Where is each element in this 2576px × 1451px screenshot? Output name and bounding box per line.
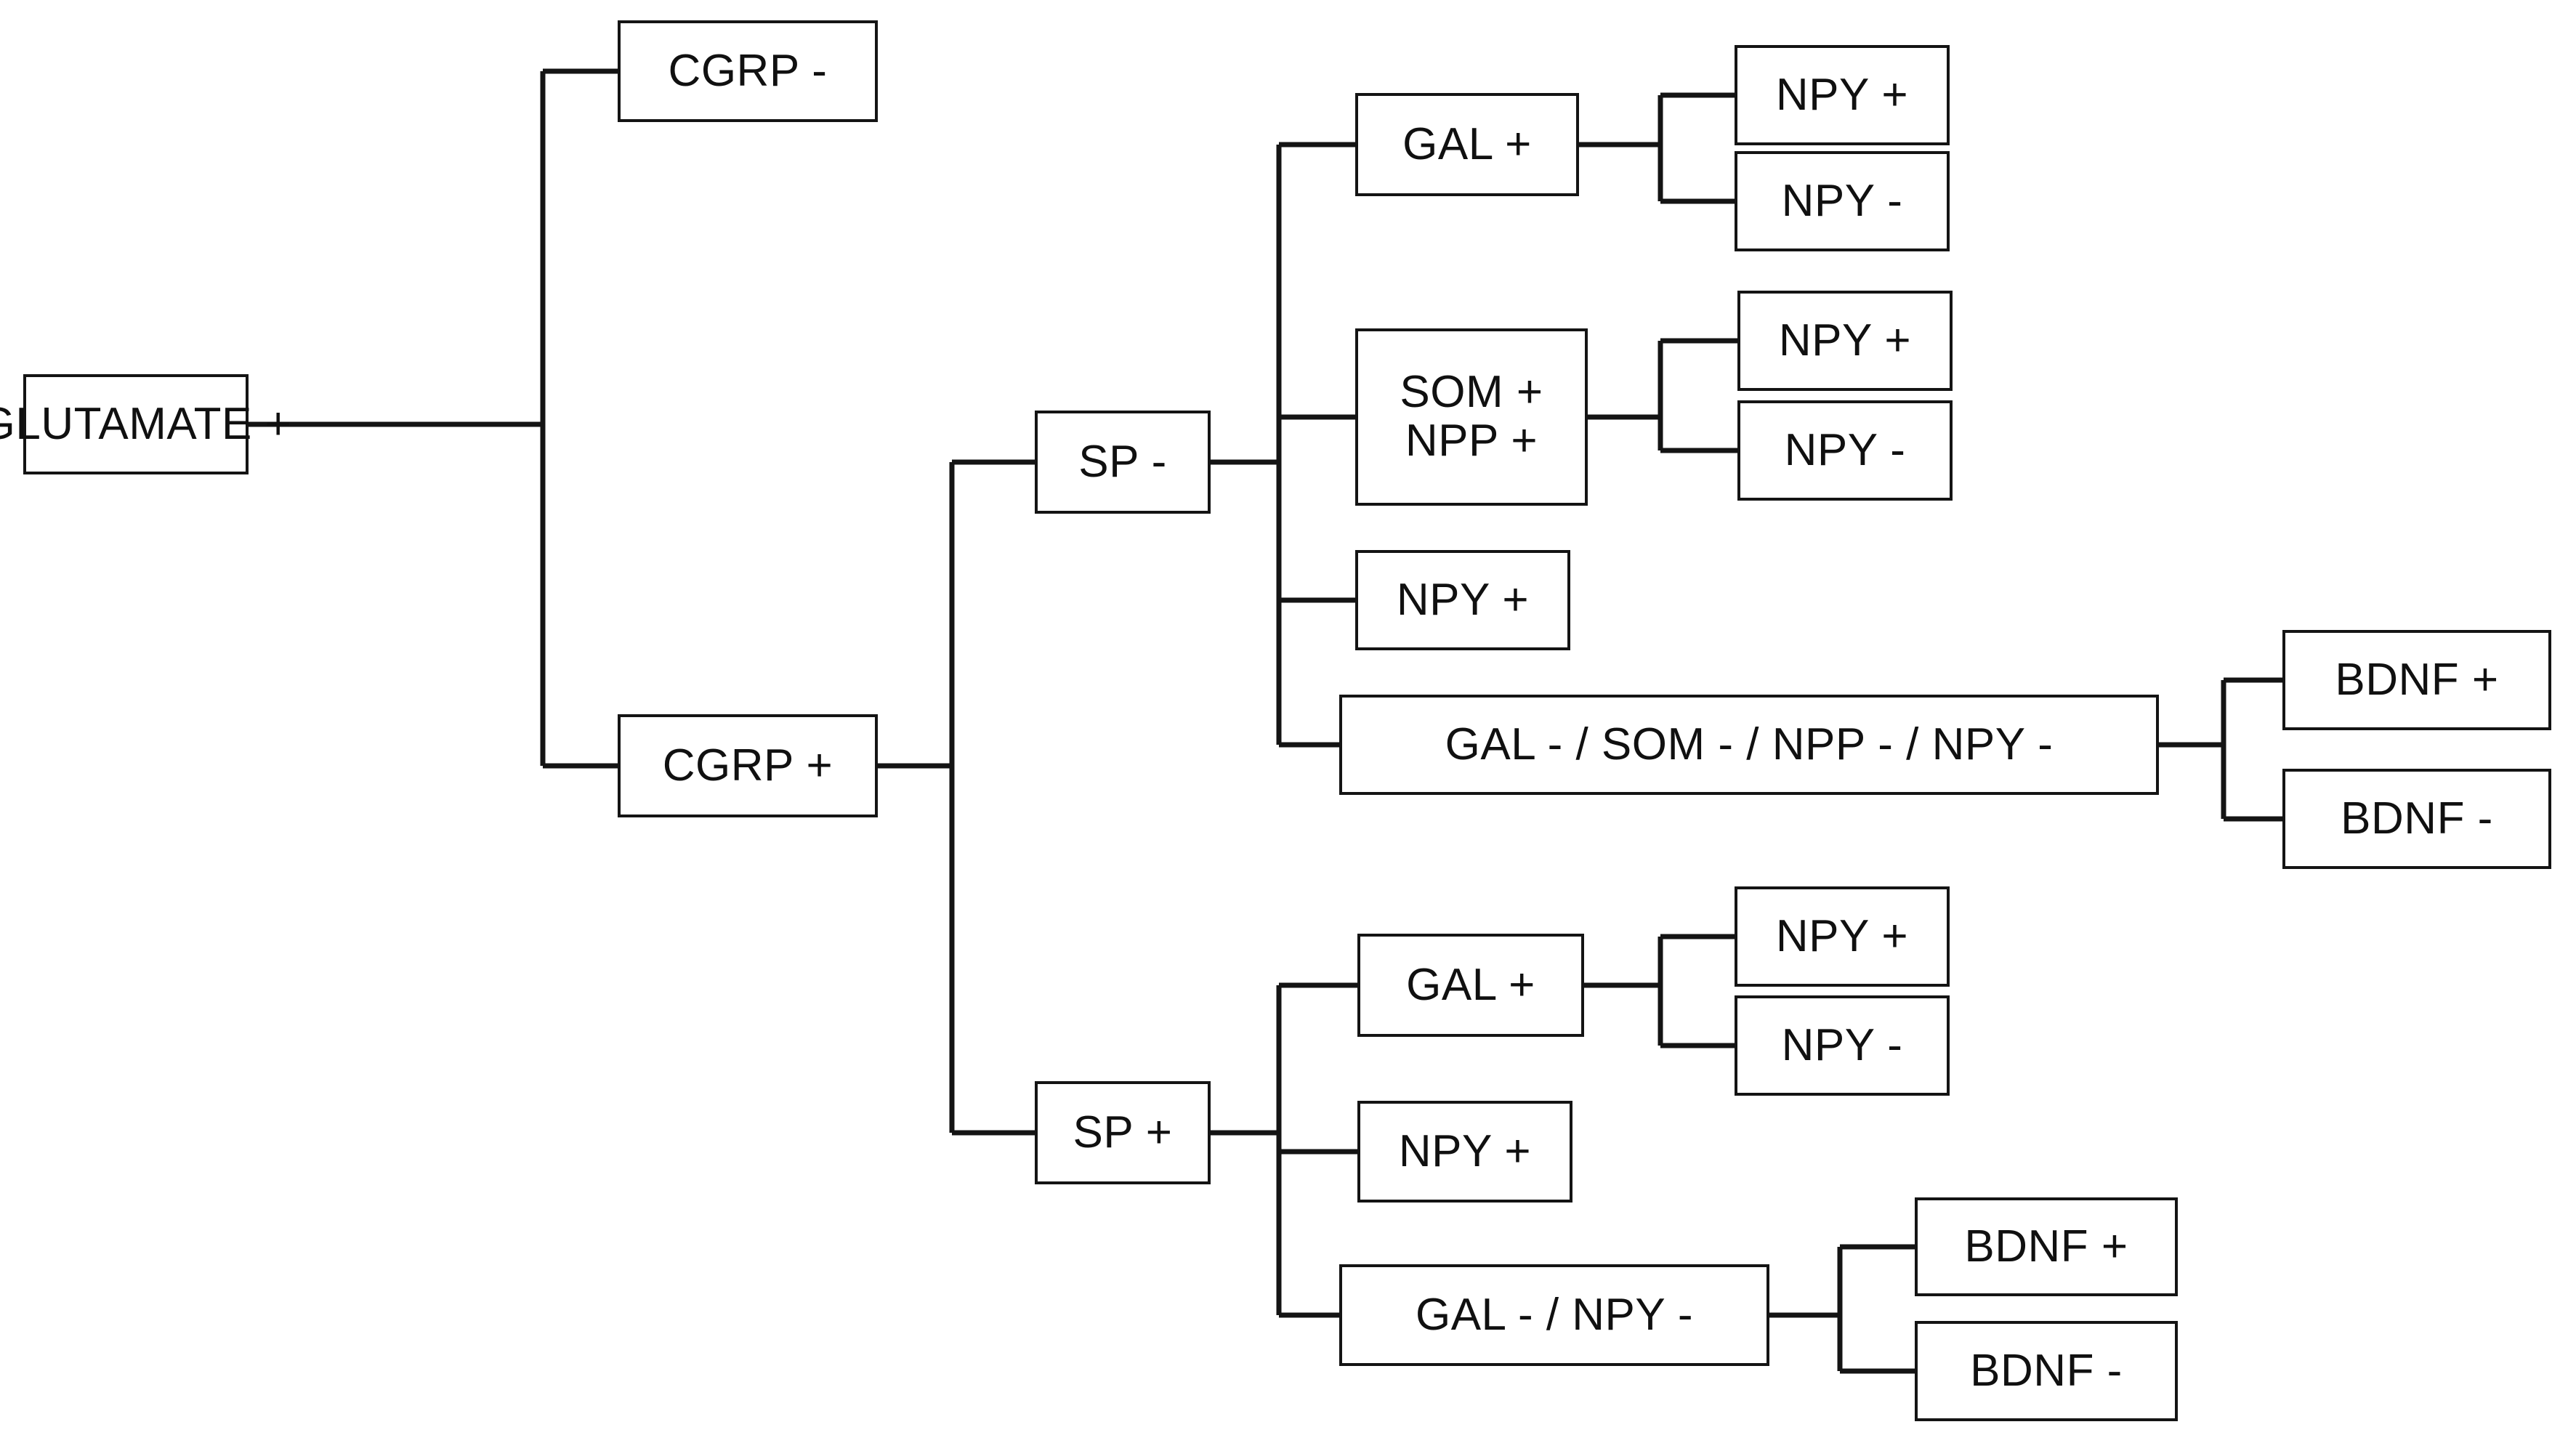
node-label-spn_som_npy_neg: NPY - [1784, 424, 1906, 475]
node-spp_gal_npy_neg[interactable]: NPY - [1735, 995, 1950, 1096]
node-spp_gal_npy_pos[interactable]: NPY + [1735, 886, 1950, 987]
node-label-spp_bdnf_neg: BDNF - [1970, 1345, 2123, 1396]
node-spn_som_npy_pos[interactable]: NPY + [1737, 291, 1953, 391]
node-cgrp_neg[interactable]: CGRP - [618, 20, 878, 122]
node-label-cgrp_pos: CGRP + [662, 740, 833, 791]
node-spp_bdnf_pos[interactable]: BDNF + [1915, 1197, 2178, 1296]
node-label-spn_bdnf_neg: BDNF - [2341, 793, 2493, 844]
node-label-spn_bdnf_pos: BDNF + [2335, 654, 2499, 705]
node-spn_som_npp[interactable]: SOM +NPP + [1355, 328, 1588, 506]
node-sp_neg[interactable]: SP - [1035, 411, 1211, 514]
node-label-spp_npy_pos: NPY + [1398, 1125, 1532, 1176]
node-spn_gal_npy_neg[interactable]: NPY - [1735, 151, 1950, 251]
node-label-spp_gal_npy_pos: NPY + [1775, 910, 1909, 961]
node-label-cgrp_neg: CGRP - [668, 45, 828, 96]
node-spp_bdnf_neg[interactable]: BDNF - [1915, 1321, 2178, 1421]
node-label-spp_gal_pos: GAL + [1406, 959, 1535, 1010]
node-label2-spn_som_npp: NPP + [1405, 416, 1538, 466]
node-label-spn_npy_pos: NPY + [1396, 574, 1530, 625]
node-spn_all_neg[interactable]: GAL - / SOM - / NPP - / NPY - [1339, 695, 2159, 795]
node-label-sp_pos: SP + [1073, 1107, 1173, 1157]
node-spn_npy_pos[interactable]: NPY + [1355, 550, 1570, 650]
node-label-spn_all_neg: GAL - / SOM - / NPP - / NPY - [1445, 719, 2054, 769]
node-spn_gal_pos[interactable]: GAL + [1355, 93, 1579, 196]
node-label-spp_bdnf_pos: BDNF + [1964, 1221, 2128, 1272]
node-label-spn_gal_npy_pos: NPY + [1775, 69, 1909, 120]
node-label-spp_gal_npy_neg: NPY - [1781, 1019, 1903, 1070]
node-label-sp_neg: SP - [1078, 436, 1167, 487]
node-label-spp_gal_npy_neg2: GAL - / NPY - [1415, 1289, 1694, 1340]
node-spn_som_npy_neg[interactable]: NPY - [1737, 400, 1953, 501]
node-label-spn_gal_pos: GAL + [1402, 118, 1532, 169]
node-glutamate[interactable]: GLUTAMATE + [0, 374, 291, 474]
node-label-spn_som_npp: SOM + [1400, 367, 1543, 418]
node-spn_bdnf_pos[interactable]: BDNF + [2282, 630, 2551, 730]
node-cgrp_pos[interactable]: CGRP + [618, 714, 878, 817]
node-spp_gal_npy_neg2[interactable]: GAL - / NPY - [1339, 1264, 1769, 1366]
node-label-spn_som_npy_pos: NPY + [1778, 315, 1912, 365]
node-spn_gal_npy_pos[interactable]: NPY + [1735, 45, 1950, 145]
node-spp_npy_pos[interactable]: NPY + [1357, 1101, 1572, 1203]
node-label-glutamate: GLUTAMATE + [0, 398, 292, 449]
node-sp_pos[interactable]: SP + [1035, 1081, 1211, 1184]
node-spp_gal_pos[interactable]: GAL + [1357, 934, 1584, 1037]
node-label-spn_gal_npy_neg: NPY - [1781, 175, 1903, 226]
node-spn_bdnf_neg[interactable]: BDNF - [2282, 769, 2551, 869]
